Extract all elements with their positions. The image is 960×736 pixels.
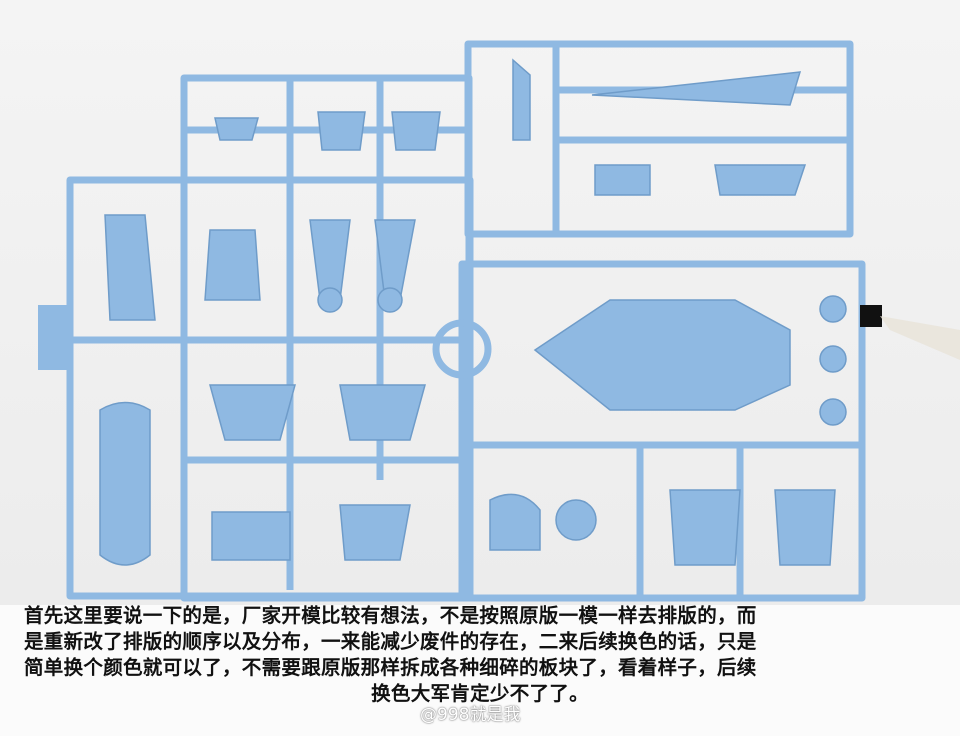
caption-line: 简单换个颜色就可以了，不需要跟原版那样拆成各种细碎的板块了，看着样子，后续 (24, 656, 757, 679)
caption-line: 是重新改了排版的顺序以及分布，一来能减少废件的存在，二来后续换色的话，只是 (24, 630, 757, 653)
sprue-frame-right (458, 260, 866, 602)
clamp (860, 305, 882, 327)
part-shield (99, 401, 151, 566)
part-blade (591, 71, 802, 106)
caption-line: 换色大军肯定少不了了。 (371, 682, 589, 705)
caption: 首先这里要说一下的是，厂家开模比较有想法，不是按照原版一模一样去排版的，而 是重… (20, 603, 940, 707)
holder-arm (880, 316, 960, 360)
watermark: @998就是我 (420, 705, 521, 725)
part-chest-plate (533, 299, 791, 411)
sprue-photo (0, 0, 960, 605)
caption-line: 首先这里要说一下的是，厂家开模比较有想法，不是按照原版一模一样去排版的，而 (24, 604, 757, 627)
model-kit-sprue (38, 40, 960, 602)
part-leg (104, 214, 156, 321)
sprue-hub (432, 319, 492, 379)
sprue-tag (38, 305, 70, 370)
